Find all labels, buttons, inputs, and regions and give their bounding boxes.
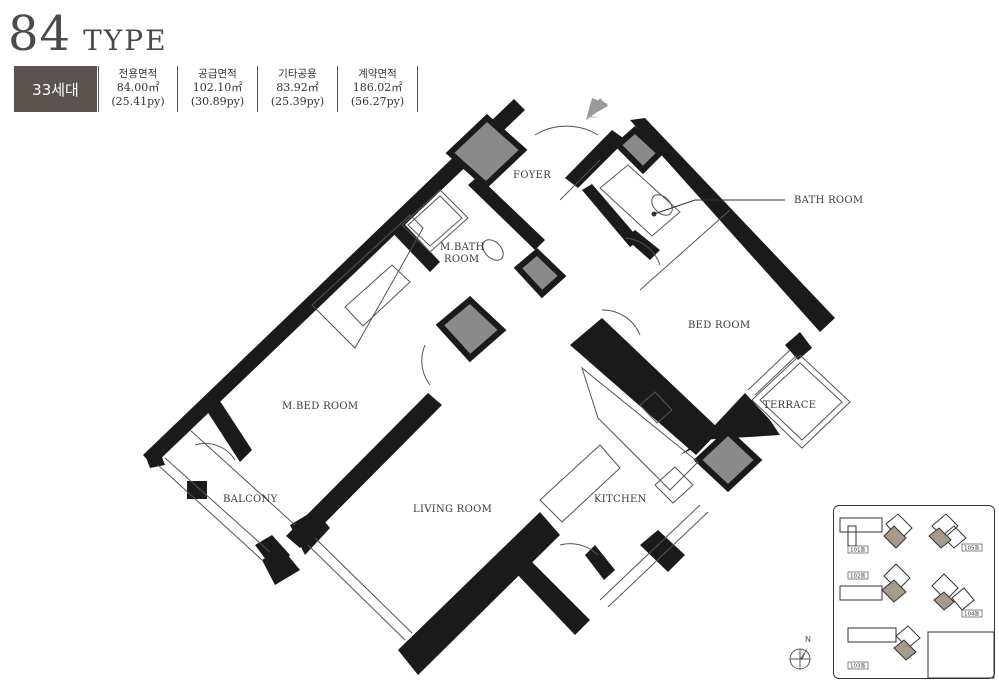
key-map: 101동 105동 102동 104동 103동 <box>833 505 995 679</box>
fixtures <box>157 125 851 641</box>
area-sqm: 83.92㎡ <box>276 81 319 94</box>
compass-icon: N <box>788 633 818 673</box>
type-word: TYPE <box>83 24 168 57</box>
building-105: 105동 <box>964 545 980 552</box>
building-101: 101동 <box>850 547 866 554</box>
type-number: 84 <box>8 6 72 62</box>
units-badge: 33세대 <box>14 66 97 112</box>
area-sqm: 186.02㎡ <box>352 81 403 94</box>
area-py: (56.27py) <box>350 95 405 108</box>
area-py: (30.89py) <box>190 95 245 108</box>
area-label: 계약면적 <box>358 68 397 80</box>
building-102: 102동 <box>850 573 866 580</box>
area-sqm: 102.10㎡ <box>192 81 243 94</box>
area-table: 전용면적 84.00㎡ (25.41py) 공급면적 102.10㎡ (30.8… <box>98 66 418 112</box>
area-py: (25.39py) <box>270 95 325 108</box>
room-bed: BED ROOM <box>688 320 750 331</box>
area-contract: 계약면적 186.02㎡ (56.27py) <box>338 66 418 112</box>
area-supply: 공급면적 102.10㎡ (30.89py) <box>178 66 258 112</box>
key-map-drawing: 101동 105동 102동 104동 103동 <box>839 513 995 679</box>
key-map-highlight-1 <box>883 525 907 549</box>
outer-walls <box>143 99 835 675</box>
room-m-bed: M.BED ROOM <box>282 401 358 412</box>
area-py: (25.41py) <box>111 95 165 108</box>
columns <box>435 113 763 493</box>
bath-room-pointer <box>651 211 657 217</box>
room-m-bath-1: M.BATH <box>440 242 485 253</box>
area-label: 기타공용 <box>278 68 317 80</box>
room-m-bath-2: ROOM <box>444 254 479 265</box>
room-terrace: TERRACE <box>763 400 816 411</box>
area-sqm: 84.00㎡ <box>116 81 160 94</box>
compass-north-label: N <box>805 635 811 644</box>
area-label: 공급면적 <box>198 68 237 80</box>
room-living: LIVING ROOM <box>413 504 492 515</box>
type-title: 84 TYPE <box>8 6 168 62</box>
room-kitchen: KITCHEN <box>594 494 647 505</box>
area-exclusive: 전용면적 84.00㎡ (25.41py) <box>98 66 178 112</box>
entry-arrow-head <box>586 98 608 120</box>
room-bath: BATH ROOM <box>794 195 863 206</box>
room-foyer: FOYER <box>513 170 551 181</box>
bath-room-leader <box>653 199 696 215</box>
building-103: 103동 <box>850 663 866 670</box>
room-balcony: BALCONY <box>223 494 278 505</box>
building-104: 104동 <box>964 611 980 618</box>
area-common: 기타공용 83.92㎡ (25.39py) <box>258 66 338 112</box>
area-label: 전용면적 <box>118 68 158 80</box>
